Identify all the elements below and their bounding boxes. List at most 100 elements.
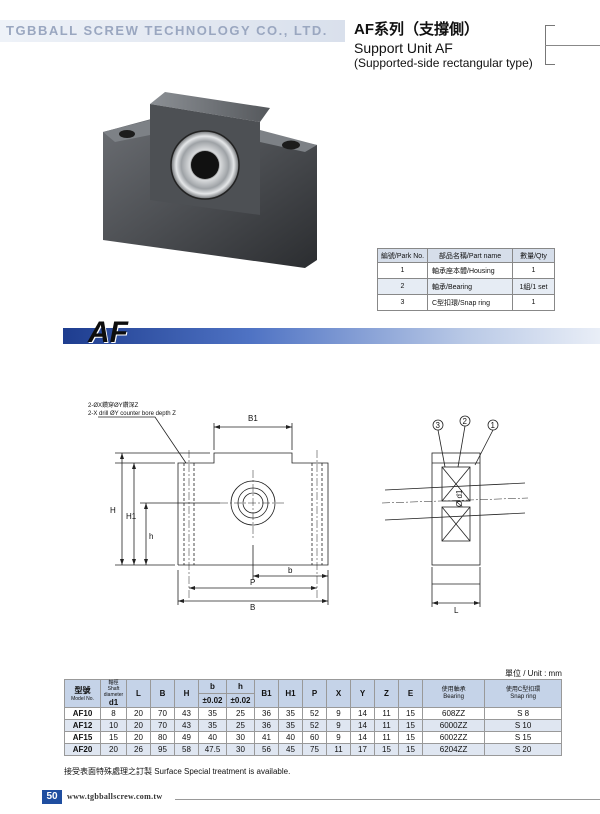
dim-label-B1: B1 (248, 414, 258, 423)
parts-table: 編號/Park No. 部品名稱/Part name 數量/Qty 1 軸承座本… (377, 248, 555, 311)
title-en: Support Unit AF (354, 40, 453, 56)
section-band (63, 328, 600, 344)
cell-Y: 14 (350, 707, 375, 720)
dim-label-h: h (149, 532, 153, 541)
title-cn: AF系列（支撐側） (354, 21, 479, 38)
head-model-cn: 型號 (74, 686, 91, 695)
cell-B: 80 (150, 731, 175, 744)
cell-model: AF15 (64, 731, 101, 744)
cell-P: 75 (302, 743, 327, 756)
cell-H: 43 (174, 719, 199, 732)
cell-E: 15 (398, 731, 423, 744)
footer-rule (175, 799, 600, 800)
cell-snap: S 15 (484, 731, 562, 744)
cell-B1: 56 (254, 743, 279, 756)
head-model-en: Model No. (71, 696, 94, 702)
cell-d1: 15 (100, 731, 127, 744)
cell-H1: 40 (278, 731, 303, 744)
cell-B: 95 (150, 743, 175, 756)
head-H: H (174, 679, 199, 708)
head-Y: Y (350, 679, 375, 708)
dim-label-P: P (250, 578, 255, 587)
callout-3: 3 (436, 421, 441, 430)
parts-name: 軸承座本體/Housing (427, 262, 513, 279)
head-b-tol: ±0.02 (198, 693, 227, 708)
head-d1-en2: diameter (103, 692, 124, 698)
cell-b: 47.5 (198, 743, 227, 756)
cell-B: 70 (150, 719, 175, 732)
cell-H: 58 (174, 743, 199, 756)
dim-label-B: B (250, 603, 255, 612)
website-url: www.tgbballscrew.com.tw (67, 792, 163, 801)
header-rule (545, 45, 600, 46)
parts-header-no: 編號/Park No. (377, 248, 428, 263)
cell-snap: S 8 (484, 707, 562, 720)
cell-B1: 36 (254, 719, 279, 732)
cell-E: 15 (398, 743, 423, 756)
head-H1: H1 (278, 679, 303, 708)
head-snap: 使用C型扣環 Snap ring (484, 679, 562, 708)
cell-X: 11 (326, 743, 351, 756)
cell-bearing: 6204ZZ (421, 743, 486, 756)
cell-H: 49 (174, 731, 199, 744)
head-h: h (226, 679, 255, 694)
cell-H1: 35 (278, 707, 303, 720)
drill-note-cn: 2-ØX鑽穿ØY鑽深Z (88, 403, 139, 409)
company-name: TGBBALL SCREW TECHNOLOGY CO., LTD. (6, 23, 328, 38)
title-subtitle: (Supported-side rectangular type) (354, 56, 533, 70)
cell-h: 30 (226, 743, 255, 756)
dim-label-d1: Ø d1 (455, 489, 464, 507)
unit-label: 單位 / Unit : mm (505, 669, 562, 678)
head-d1-cn: 軸徑 (108, 680, 119, 686)
cell-Z: 11 (374, 719, 399, 732)
cell-model: AF12 (64, 719, 101, 732)
cell-d1: 8 (100, 707, 127, 720)
parts-no: 1 (377, 262, 428, 279)
parts-no: 2 (377, 278, 428, 295)
section-label: AF (88, 316, 128, 349)
cell-X: 9 (326, 707, 351, 720)
cell-snap: S 20 (484, 743, 562, 756)
cell-E: 15 (398, 719, 423, 732)
parts-row: 3 C型扣環/Snap ring 1 (377, 294, 555, 311)
head-bearing-cn: 使用軸承 (441, 686, 466, 693)
technical-drawing: B1 H H1 h b P B L Ø d1 3 2 1 (98, 414, 529, 615)
callout-2: 2 (463, 417, 468, 426)
cell-P: 52 (302, 719, 327, 732)
cell-d1: 10 (100, 719, 127, 732)
cell-P: 60 (302, 731, 327, 744)
dim-label-b: b (288, 566, 293, 575)
cell-bearing: 6002ZZ (421, 731, 486, 744)
parts-header-qty: 數量/Qty (512, 248, 555, 263)
parts-header-name: 部品名稱/Part name (427, 248, 513, 263)
parts-name: C型扣環/Snap ring (427, 294, 513, 311)
cell-P: 52 (302, 707, 327, 720)
cell-Y: 14 (350, 731, 375, 744)
head-bearing-en: Bearing (443, 693, 464, 700)
product-photo (103, 92, 317, 268)
dim-label-H: H (110, 506, 116, 515)
dimension-table: 型號 Model No. 軸徑 Shaft diameter d1 L B H … (64, 679, 562, 756)
cell-E: 15 (398, 707, 423, 720)
dim-label-H1: H1 (126, 512, 137, 521)
cell-Y: 14 (350, 719, 375, 732)
footnote: 接受表面特殊處理之訂製 Surface Special treatment is… (64, 767, 291, 776)
head-b: b (198, 679, 227, 694)
cell-H: 43 (174, 707, 199, 720)
cell-model: AF20 (64, 743, 101, 756)
cell-L: 20 (126, 719, 151, 732)
drill-note-en: 2-X drill ØY counter bore depth Z (88, 411, 176, 417)
parts-name: 軸承/Bearing (427, 278, 513, 295)
head-B: B (150, 679, 175, 708)
parts-qty: 1 (512, 294, 555, 311)
cell-h: 30 (226, 731, 255, 744)
cell-B1: 36 (254, 707, 279, 720)
cell-L: 26 (126, 743, 151, 756)
cell-model: AF10 (64, 707, 101, 720)
cell-Z: 15 (374, 743, 399, 756)
parts-row: 2 軸承/Bearing 1組/1 set (377, 278, 555, 295)
head-Z: Z (374, 679, 399, 708)
parts-qty: 1 (512, 262, 555, 279)
